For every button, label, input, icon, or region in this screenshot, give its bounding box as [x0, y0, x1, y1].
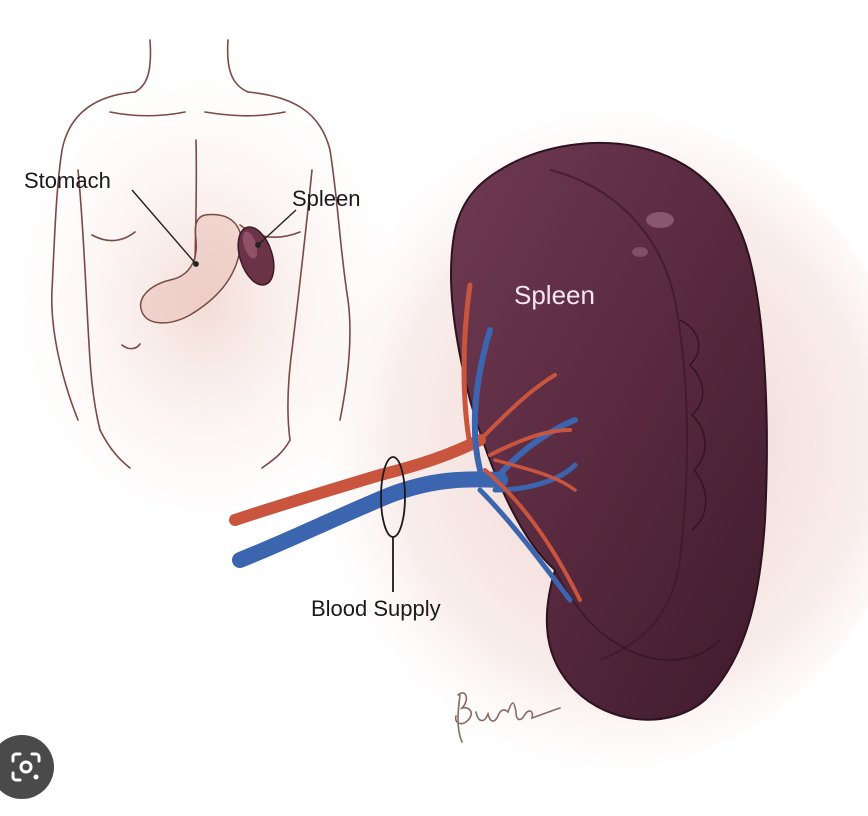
blood-supply-label: Blood Supply — [311, 596, 441, 621]
vein-branch-2 — [492, 417, 578, 483]
leader-lines — [131, 189, 297, 267]
waist-right — [261, 439, 291, 469]
spleen-leader-line — [257, 209, 297, 246]
main-vein — [232, 471, 508, 568]
spleen-highlight — [646, 212, 674, 228]
waist-left — [99, 429, 131, 469]
shoulder-left — [50, 91, 136, 421]
clavicle-right — [204, 111, 286, 117]
spleen-hilum-groove — [549, 169, 688, 661]
spleen-rim-lobes — [679, 319, 707, 531]
artery-branch-2 — [478, 373, 557, 442]
torso-figure — [50, 39, 351, 469]
arm-inner-left — [77, 169, 101, 431]
artist-signature — [454, 692, 561, 743]
chest-line-left — [91, 231, 136, 242]
large-spleen — [449, 141, 768, 721]
spleen-label-main: Spleen — [514, 280, 595, 310]
shoulder-right — [247, 91, 351, 421]
stomach-label: Stomach — [24, 168, 111, 193]
sternum-line — [194, 139, 198, 261]
artery-branch-3 — [488, 428, 572, 457]
blood-vessels — [229, 282, 582, 603]
spleen-lower-lip — [554, 569, 721, 661]
vein-branch-1 — [471, 327, 493, 473]
spleen-label-small: Spleen — [292, 186, 361, 211]
clavicle-left — [109, 111, 186, 117]
artery-branch-5 — [493, 458, 577, 492]
arm-inner-right — [287, 169, 313, 441]
visual-search-lens-icon — [11, 752, 41, 782]
vein-branch-4 — [477, 487, 573, 603]
spleen-organ-shape — [449, 141, 768, 721]
neck-right — [226, 39, 249, 93]
navel — [121, 343, 141, 350]
main-artery — [229, 434, 486, 526]
neck-left — [134, 39, 152, 93]
visual-search-button[interactable] — [0, 735, 54, 799]
artery-branch-1 — [461, 282, 473, 448]
stomach-leader-line — [131, 189, 197, 265]
artery-branch-4 — [483, 468, 582, 602]
